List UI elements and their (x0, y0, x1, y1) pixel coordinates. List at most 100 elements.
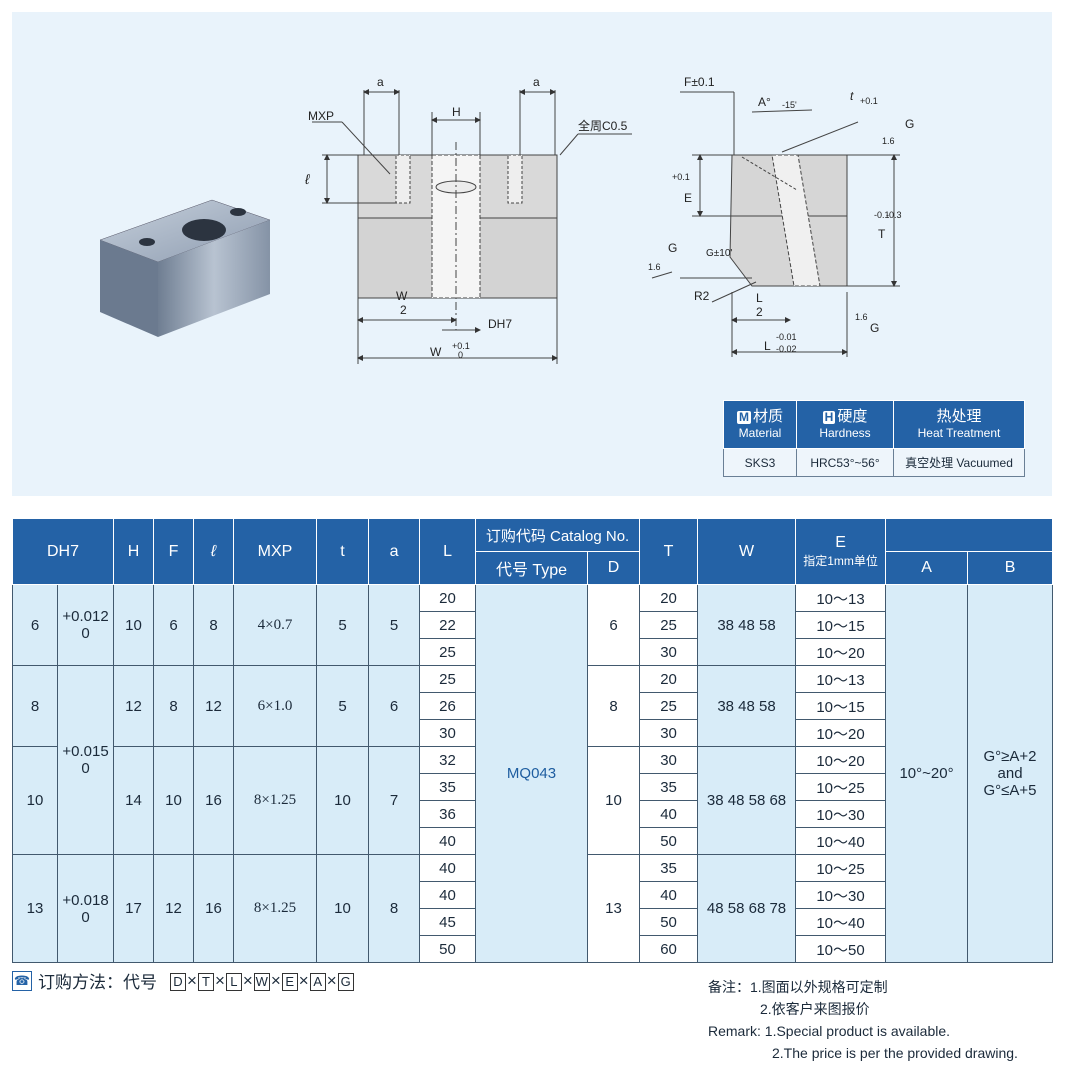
tol-lower: 0 (81, 760, 90, 777)
order-code-box: T (197, 972, 214, 991)
mxp-value: 6×1.0 (233, 665, 318, 747)
g-16-bottom: 1.6 (855, 312, 868, 322)
dim-l-tol1: -0.01 (776, 332, 797, 342)
t-value: 5 (316, 584, 370, 666)
E-value: 10～15 (795, 611, 887, 639)
tol-lower: 0 (81, 625, 90, 642)
l-value: 12 (193, 665, 235, 747)
order-code-box: W (253, 972, 270, 991)
A-value: 10°~20° (885, 584, 969, 963)
remarks: 备注：1.图面以外规格可定制 2.依客户来图报价 Remark: 1.Speci… (708, 976, 1018, 1064)
header-a: a (368, 518, 421, 585)
tol-upper: +0.018 (62, 891, 109, 909)
heat-zh: 热处理 (936, 407, 982, 425)
order-code-box: L (225, 972, 242, 991)
front-view (312, 89, 632, 364)
heat-header: 热处理 Heat Treatment (893, 400, 1025, 449)
b-line-2: and (997, 765, 1023, 782)
t-value: 5 (316, 665, 370, 747)
heat-en: Heat Treatment (917, 425, 1001, 440)
order-codes: D×T×L×W×E×A×G (169, 971, 355, 991)
L-value: 36 (419, 800, 477, 828)
header-T: T (639, 518, 699, 585)
W-value: 48 58 68 78 (697, 854, 797, 963)
l-value: 16 (193, 746, 235, 855)
b-line-1: G°≥A+2 (983, 748, 1037, 765)
dim-e: E (684, 191, 692, 205)
chamfer-label: 全周C0.5 (578, 118, 628, 133)
dim-f: F±0.1 (684, 75, 715, 89)
L-value: 32 (419, 746, 477, 774)
a-value: 5 (368, 584, 421, 666)
D-value: 8 (587, 665, 641, 747)
dim-angle-a: A° (758, 95, 771, 109)
dim-t-tol2: -0.1 (874, 210, 890, 220)
dim-t-big: T (878, 227, 886, 241)
order-separator: × (187, 970, 197, 990)
a-value: 7 (368, 746, 421, 855)
f-value: 8 (153, 665, 195, 747)
mxp-value: 4×0.7 (233, 584, 318, 666)
order-method: ☎ 订购方法：代号 D×T×L×W×E×A×G (12, 968, 355, 993)
T-value: 30 (639, 638, 699, 666)
dh7-size: 13 (12, 854, 58, 963)
f-value: 10 (153, 746, 195, 855)
header-f: F (153, 518, 195, 585)
remark-zh-1: 1.图面以外规格可定制 (750, 979, 888, 995)
header-catalog: 订购代码 Catalog No. (475, 518, 641, 552)
order-code-box: A (309, 972, 326, 991)
dim-l-tol2: -0.02 (776, 344, 797, 354)
header-t: t (316, 518, 370, 585)
E-value: 10～13 (795, 665, 887, 693)
tol-upper: +0.015 (62, 743, 109, 760)
dim-a-right: a (533, 75, 540, 89)
header-dh7: DH7 (11, 518, 115, 585)
header-W: W (697, 518, 797, 585)
dim-l: L (764, 339, 771, 353)
dim-h: H (452, 105, 461, 119)
h-value: 12 (113, 665, 155, 747)
D-value: 10 (587, 746, 641, 855)
f-value: 6 (153, 584, 195, 666)
hardness-value: HRC53°~56° (796, 448, 894, 477)
order-separator: × (326, 970, 337, 990)
E-value: 10～50 (795, 935, 887, 963)
L-value: 40 (419, 854, 477, 882)
dim-w-half-2: 2 (400, 303, 407, 317)
E-value: 10～13 (795, 584, 887, 612)
material-badge: M (736, 409, 751, 424)
technical-drawing: a a H MXP 全周C0.5 ℓ W 2 DH7 W +0.1 0 (99, 75, 914, 364)
hardness-en: Hardness (819, 425, 871, 440)
E-value: 10～30 (795, 881, 887, 909)
side-view (651, 91, 900, 357)
dim-l-half-2: 2 (756, 305, 763, 319)
tol-upper: +0.012 (62, 608, 109, 625)
E-value: 10～40 (795, 827, 887, 855)
b-line-3: G°≤A+5 (983, 782, 1037, 799)
L-value: 26 (419, 692, 477, 720)
tol-lower: 0 (81, 908, 90, 926)
dim-angle-a-tol: -15' (782, 100, 797, 110)
T-value: 50 (639, 827, 699, 855)
material-zh: 材质 (752, 407, 783, 425)
E-value: 10～15 (795, 692, 887, 720)
T-value: 40 (639, 881, 699, 909)
phone-icon: ☎ (12, 970, 32, 991)
order-separator: × (214, 970, 225, 990)
mxp-label: MXP (308, 109, 334, 123)
hardness-zh: 硬度 (837, 407, 868, 425)
L-value: 30 (419, 719, 477, 747)
